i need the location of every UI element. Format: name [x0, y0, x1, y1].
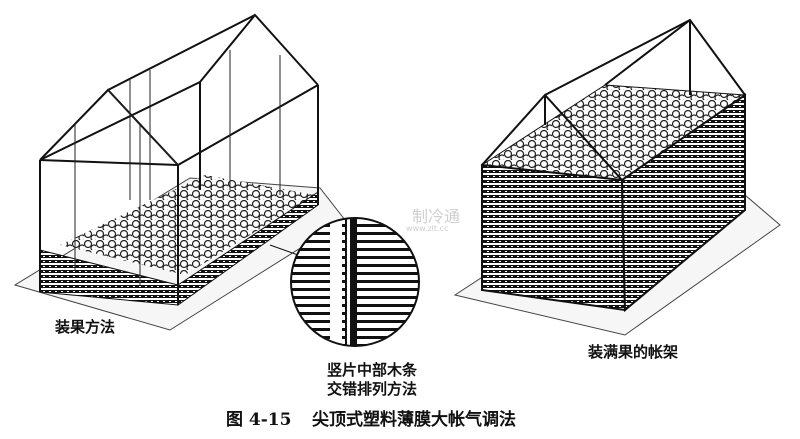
- inset-label-line2: 交错排列方法: [327, 380, 418, 398]
- inset-detail: [269, 217, 420, 347]
- figure-number: 图 4-15: [226, 410, 292, 430]
- figure-title: 尖顶式塑料薄膜大帐气调法: [312, 410, 516, 430]
- left-tent-frame: [13, 13, 346, 331]
- left-structure-label: 装果方法: [55, 318, 116, 336]
- right-tent-frame: [453, 18, 781, 336]
- watermark-name: 制冷通: [412, 207, 461, 226]
- right-structure-label: 装满果的帐架: [588, 343, 679, 361]
- inset-label-line1: 竖片中部木条: [327, 361, 418, 379]
- watermark-url: www.zlt.cc: [406, 224, 449, 233]
